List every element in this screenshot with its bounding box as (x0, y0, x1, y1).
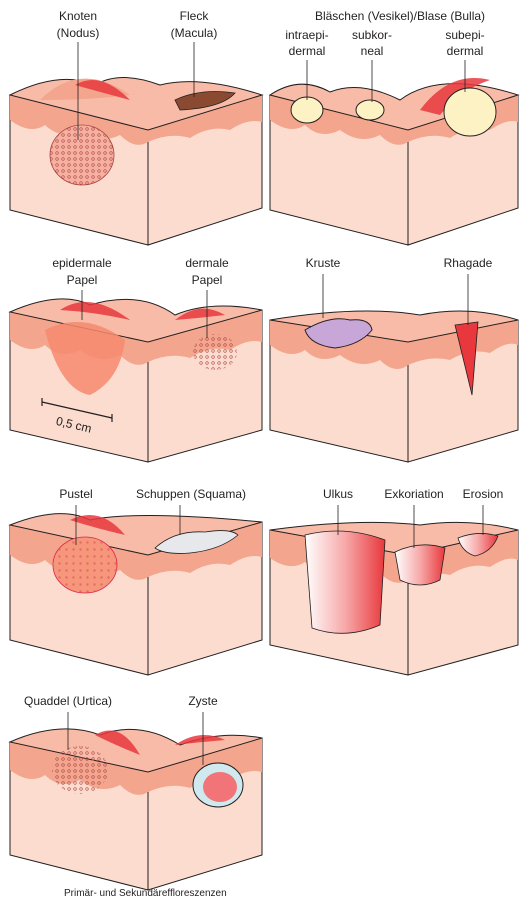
label-ulkus: Ulkus (323, 487, 353, 501)
label-knoten-2: (Nodus) (57, 26, 100, 40)
ulcer (304, 530, 386, 634)
quaddel-wheal (52, 746, 108, 794)
vesicle-intraepidermal (290, 96, 324, 124)
label-epidermale-papel-2: Papel (67, 273, 98, 287)
label-zyste: Zyste (188, 694, 218, 708)
label-subepidermal-1: subepi- (445, 28, 484, 42)
label-erosion: Erosion (463, 487, 504, 501)
dermal-papule (193, 334, 237, 370)
block-blaschen (268, 78, 520, 246)
label-knoten-1: Knoten (59, 9, 97, 23)
label-fleck-1: Fleck (180, 9, 210, 23)
red-accent (75, 80, 130, 100)
bulla-subepidermal (443, 87, 497, 137)
scale-bar (41, 401, 113, 419)
figure-caption: Primär- und Sekundäreffloreszenzen (64, 888, 227, 898)
dermis-right (148, 95, 262, 142)
squama-scales (154, 530, 239, 554)
block-knoten-fleck (8, 77, 264, 246)
labels: Knoten (Nodus) Fleck (Macula) Bläschen (… (24, 9, 503, 898)
excoriation (394, 544, 446, 586)
kruste-crust (304, 318, 373, 349)
block-ulkus (269, 521, 519, 676)
epidermal-papule (45, 322, 125, 395)
block-papel (8, 298, 263, 463)
erosion (457, 533, 499, 557)
label-subkorneal-1: subkor- (352, 28, 392, 42)
label-dermale-papel-1: dermale (185, 256, 229, 270)
label-quaddel: Quaddel (Urtica) (24, 694, 112, 708)
label-intraepidermal-2: dermal (289, 44, 326, 58)
label-epidermale-papel-1: epidermale (52, 256, 112, 270)
fleck-macula (174, 91, 236, 111)
label-rhagade: Rhagade (444, 256, 493, 270)
label-schuppen: Schuppen (Squama) (136, 487, 246, 501)
label-blaschen: Bläschen (Vesikel)/Blase (Bulla) (315, 9, 485, 23)
rhagade-fissure (454, 321, 479, 396)
label-subepidermal-2: dermal (447, 44, 484, 58)
dermis-front (10, 95, 148, 145)
label-intraepidermal-1: intraepi- (285, 28, 328, 42)
block-kruste (269, 310, 519, 463)
label-dermale-papel-2: Papel (192, 273, 223, 287)
label-pustel: Pustel (59, 487, 92, 501)
vesicle-subkorneal (355, 99, 385, 121)
label-subkorneal-2: neal (361, 44, 384, 58)
label-exkoriation: Exkoriation (384, 487, 443, 501)
block-pustel (8, 513, 263, 676)
label-fleck-2: (Macula) (171, 26, 218, 40)
block-quaddel (8, 728, 263, 891)
label-kruste: Kruste (306, 256, 341, 270)
